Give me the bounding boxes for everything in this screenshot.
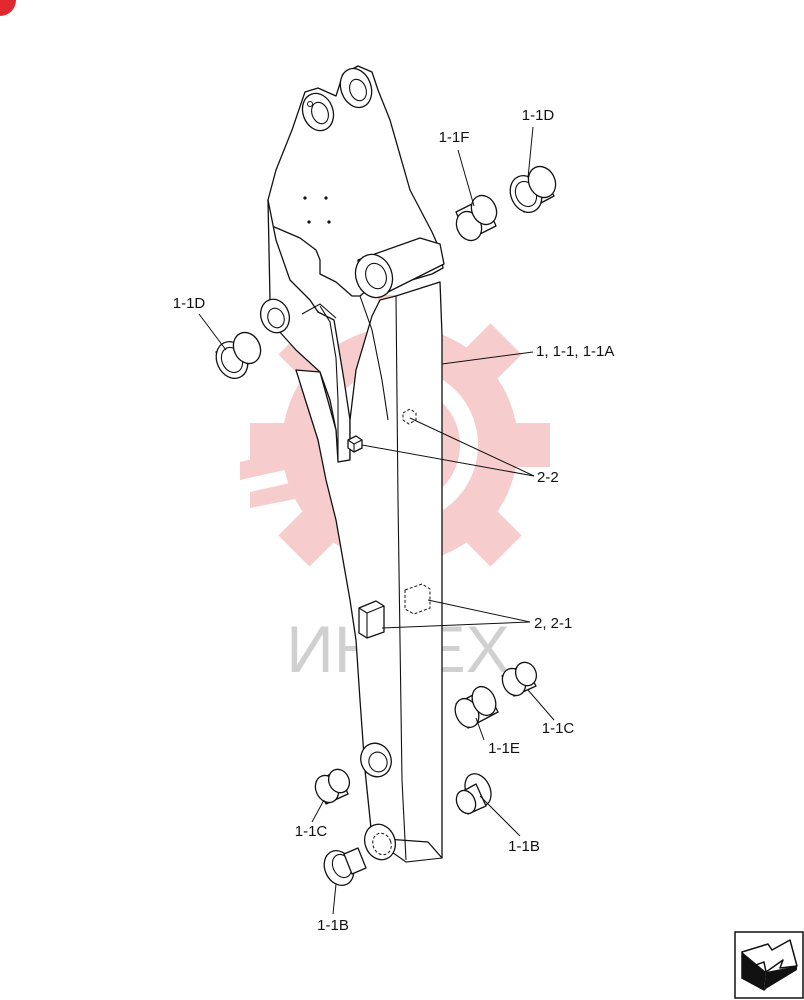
plate-2-2 [347, 408, 417, 453]
corner-badge [0, 0, 16, 16]
callout-1-1F: 1-1F [439, 129, 470, 146]
callout-2-2: 2-2 [537, 469, 559, 486]
callout-boom: 1, 1-1, 1-1A [536, 343, 614, 360]
leader-lines [198, 126, 555, 915]
flanged-bushing-1-1B-left [323, 847, 367, 887]
bushing-1-1C-bottom-left [314, 768, 351, 805]
callout-1-1D-left: 1-1D [173, 295, 206, 312]
bushing-1-1E [454, 685, 499, 729]
bushing-1-1C-right [501, 661, 538, 697]
callout-1-1B-left: 1-1B [317, 917, 349, 934]
boom [259, 65, 445, 863]
callout-1-1C-right: 1-1C [542, 720, 575, 737]
bushing-1-1F [455, 194, 498, 242]
plate-2-1 [358, 583, 431, 639]
callout-2-2-1: 2, 2-1 [534, 615, 572, 632]
bushing-1-1D-left [215, 331, 262, 379]
callout-1-1E: 1-1E [488, 740, 520, 757]
bushing-1-1D-top [509, 165, 557, 213]
next-page-arrow-icon[interactable] [734, 931, 804, 999]
flanged-bushing-1-1B-right [455, 773, 492, 815]
callout-1-1B-right: 1-1B [508, 838, 540, 855]
callout-1-1C-left: 1-1C [295, 823, 328, 840]
callout-1-1D-top: 1-1D [522, 107, 555, 124]
